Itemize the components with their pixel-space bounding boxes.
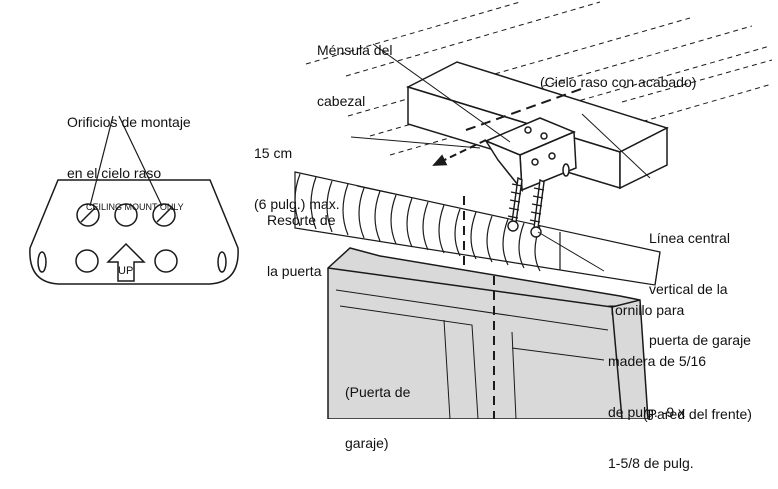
- label-line: Línea central: [649, 230, 730, 246]
- bracket-slot-left: [37, 251, 47, 273]
- label-bracket: Ménsula del cabezal: [317, 8, 393, 127]
- bracket-stamp: CEILING MOUNT ONLY: [86, 182, 184, 222]
- label-finished-ceiling: (Cielo raso con acabado): [540, 40, 696, 108]
- label-max-distance: 15 cm (6 pulg.) max.: [254, 111, 340, 230]
- label-line: vertical de la: [649, 281, 728, 297]
- stamp-text: CEILING MOUNT ONLY: [86, 202, 184, 212]
- label-line: la puerta: [267, 263, 322, 279]
- label-front-wall: (Pared del frente): [643, 372, 752, 440]
- distance-arrow: [432, 139, 487, 166]
- up-text: UP: [118, 265, 134, 277]
- up-arrow-icon: [106, 242, 146, 282]
- bracket-detail: [29, 115, 239, 285]
- centerline-dashed: [465, 87, 585, 131]
- label-line: 15 cm: [254, 145, 293, 161]
- label-line: (Puerta de: [345, 384, 411, 400]
- up-label: UP: [118, 229, 133, 297]
- label-door-spring: Resorte de la puerta: [267, 178, 335, 297]
- label-line: 1-5/8 de pulg.: [608, 455, 694, 471]
- screws: [507, 176, 545, 238]
- label-line: madera de 5/16: [608, 353, 707, 369]
- label-line: (6 pulg.) max.: [254, 196, 340, 212]
- label-line: Orificios de montaje: [67, 114, 191, 130]
- label-line: garaje): [345, 435, 389, 451]
- label-line: cabezal: [317, 93, 366, 109]
- label-line: (Cielo raso con acabado): [540, 74, 697, 90]
- label-line: en el cielo raso: [67, 165, 162, 181]
- label-line: puerta de garaje: [649, 332, 751, 348]
- label-line: (Pared del frente): [643, 406, 752, 422]
- label-line: Tornillo para: [608, 302, 685, 318]
- bracket-slot-right: [217, 251, 227, 273]
- leader-lines: [350, 43, 651, 272]
- garage-door-wall: [327, 247, 649, 419]
- label-line: Resorte de: [267, 212, 336, 228]
- label-centerline: Línea central vertical de la puerta de g…: [649, 196, 751, 366]
- header-bracket: [484, 117, 577, 193]
- label-mounting-holes: Orificios de montaje en el cielo raso: [67, 80, 191, 199]
- lower-hole-right: [154, 249, 178, 273]
- pointer-line-right: [118, 115, 163, 207]
- label-garage-door: (Puerta de garaje): [345, 350, 410, 469]
- label-line: Ménsula del: [317, 42, 393, 58]
- pointer-line-left: [89, 115, 114, 207]
- lower-hole-left: [75, 249, 99, 273]
- installation-diagram: [29, 1, 773, 419]
- center-hole-top: [114, 203, 138, 227]
- label-line: de pulg. -9 x: [608, 404, 686, 420]
